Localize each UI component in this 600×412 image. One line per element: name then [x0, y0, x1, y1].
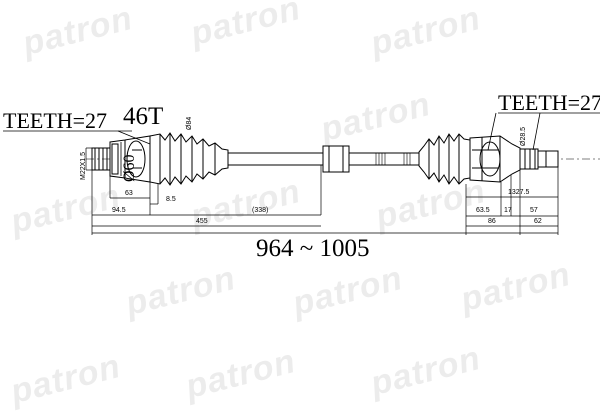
dim-338: (338)	[252, 207, 269, 214]
shaft-svg	[3, 112, 600, 235]
dim-63-5: 63.5	[476, 207, 490, 214]
right-inner-cv-joint	[469, 135, 521, 183]
right-boot	[418, 133, 471, 185]
dim-455: 455	[196, 218, 208, 225]
leader-lines	[3, 112, 600, 151]
dim-8-5: 8.5	[166, 196, 176, 203]
diameter-84-dimension: Ø84	[186, 116, 193, 130]
dim-62: 62	[534, 218, 542, 225]
dim-94-5: 94.5	[112, 207, 126, 214]
teeth-left-label: TEETH=27	[3, 108, 108, 133]
drive-shaft-drawing: patron patron patron patron patron patro…	[3, 0, 600, 411]
dim-1327-5: 1327.5	[508, 189, 530, 196]
left-boot	[149, 132, 229, 186]
dim-17: 17	[504, 207, 512, 214]
overall-length-label: 964 ~ 1005	[256, 235, 370, 262]
dimension-lines	[91, 165, 559, 235]
dim-57: 57	[530, 207, 538, 214]
right-stub	[519, 148, 559, 170]
dim-63: 63	[125, 190, 133, 197]
teeth-right-label: TEETH=27	[498, 90, 600, 115]
diameter-60-dimension: Ø60	[121, 154, 138, 182]
dim-86: 86	[488, 218, 496, 225]
thread-dimension: M22X1.5	[80, 151, 87, 180]
abs-teeth-label: 46T	[123, 103, 164, 130]
main-shaft	[227, 145, 420, 173]
diameter-28-5-dimension: Ø28.5	[520, 126, 527, 146]
